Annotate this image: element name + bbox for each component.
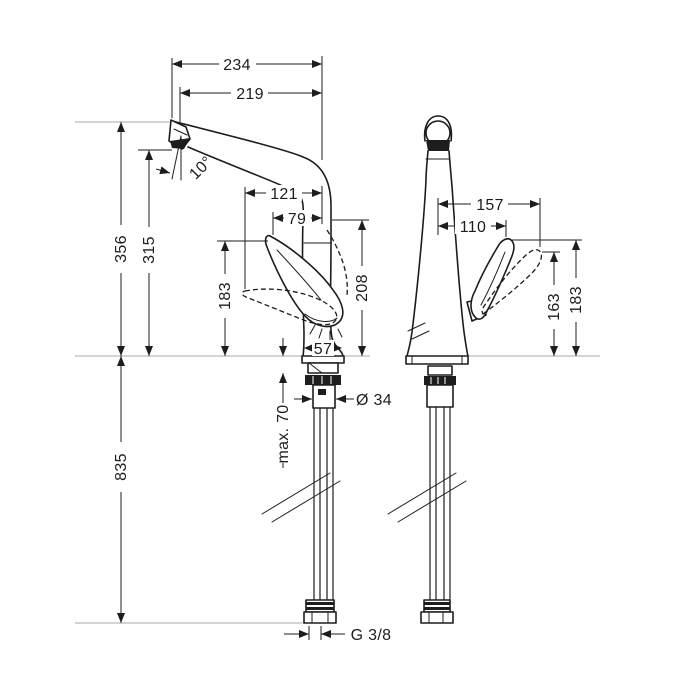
dim-overall-reach: 234	[172, 56, 322, 74]
hose-connector-side	[420, 599, 454, 624]
side-view-faucet	[387, 115, 543, 624]
dim-label-57: 57	[314, 341, 332, 358]
handle-side-accent	[480, 251, 506, 306]
supply-hoses-side	[429, 407, 451, 600]
dimensions-front-view: 234 219 10° 121 79 356	[113, 56, 392, 644]
handle-side-dashed-position	[481, 249, 543, 315]
dim-supply-hose-length: 835	[113, 356, 130, 623]
threaded-shank-side	[426, 384, 454, 408]
dim-label-208: 208	[354, 274, 371, 302]
dim-shank-diameter: Ø 34	[294, 392, 392, 409]
dim-label-157: 157	[476, 197, 504, 214]
dim-label-10deg: 10°	[186, 153, 216, 183]
dim-label-356: 356	[113, 235, 130, 263]
base-spacer-detail	[308, 362, 323, 374]
dim-spout-underside-height: 208	[332, 219, 371, 356]
handle-front-accent	[276, 249, 322, 301]
aerator-facet-line	[173, 128, 188, 136]
spout-tip-profile-side	[423, 115, 453, 142]
dim-max-mounting-thickness: max. 70	[275, 338, 292, 468]
dim-overall-height: 356	[113, 122, 130, 356]
base-spacer-side	[427, 365, 453, 376]
hose-connector-front	[303, 599, 337, 624]
dim-label-835: 835	[113, 453, 130, 481]
dim-label-d34: Ø 34	[356, 392, 392, 409]
dim-label-79: 79	[288, 211, 306, 228]
body-right-edge-side	[448, 150, 469, 357]
dim-label-183-front: 183	[217, 282, 234, 310]
base-plate-side	[405, 355, 469, 365]
aerator-screen	[170, 138, 190, 149]
dim-label-121: 121	[270, 186, 298, 203]
spout-swivel-dashed-arc	[326, 229, 348, 296]
handle-front-dashed-position	[241, 288, 338, 326]
hose-break-marks-front	[261, 472, 341, 523]
mounting-nut-front	[305, 375, 341, 385]
dim-label-110: 110	[460, 219, 486, 236]
dim-label-163: 163	[546, 293, 563, 321]
supply-hoses-front	[313, 408, 334, 600]
dim-base-width: 57	[304, 340, 342, 358]
shank-detail	[318, 389, 326, 395]
dim-connection-thread: G 3/8	[284, 626, 391, 644]
dim-handle-offset: 79	[272, 210, 322, 235]
dim-label-g38: G 3/8	[351, 627, 392, 644]
body-accent-marks-side	[407, 322, 430, 340]
body-left-edge-side	[406, 150, 429, 357]
dim-handle-tip-offset: 121	[244, 185, 322, 289]
dim-spout-reach: 219	[180, 85, 322, 103]
dim-label-max70: max. 70	[275, 404, 292, 463]
dimensions-side-view: 157 110 163 183	[437, 196, 585, 356]
aerator-side	[426, 140, 450, 151]
hose-break-marks-side	[387, 472, 467, 523]
dim-handle-height-side-low: 163	[546, 252, 563, 356]
dim-handle-height-front: 183	[217, 240, 268, 356]
dim-handle-reach-open: 157	[438, 196, 540, 214]
dim-outlet-height: 315	[138, 149, 172, 356]
base-spacer-front	[307, 362, 339, 374]
dim-handle-reach: 110	[438, 218, 506, 236]
dim-label-234: 234	[223, 57, 251, 74]
dim-handle-height-side-high: 183	[568, 240, 585, 356]
handle-side-solid	[470, 238, 515, 320]
dim-label-315: 315	[141, 236, 158, 264]
handle-pivot-ticks	[309, 324, 343, 341]
dim-label-183-side: 183	[568, 286, 585, 314]
threaded-shank-front	[312, 384, 336, 409]
dim-label-219: 219	[236, 86, 264, 103]
front-view-faucet	[168, 119, 348, 624]
handle-front-base-arc	[304, 313, 338, 322]
mounting-nut-side	[424, 376, 456, 385]
